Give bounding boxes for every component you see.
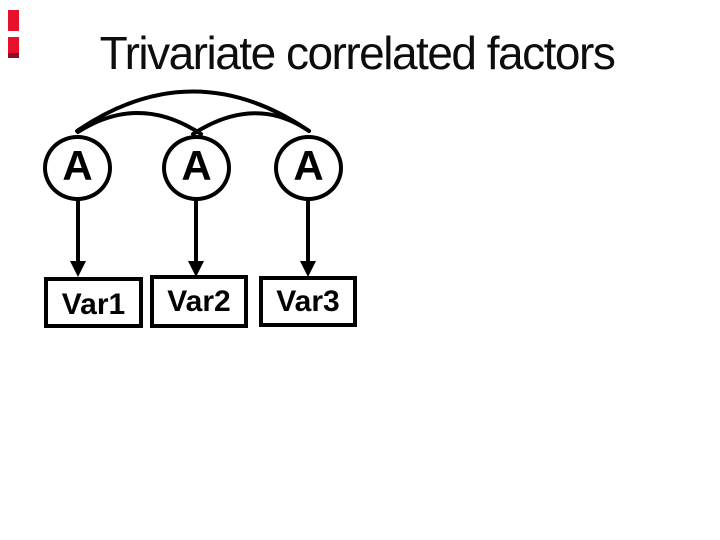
correlation-arc-a1-a2	[76, 111, 203, 136]
variable-box-label: Var2	[167, 284, 231, 318]
red-accent-mark-bottom	[8, 37, 19, 58]
variable-box-label: Var1	[61, 287, 126, 321]
factor-node-label: A	[293, 142, 324, 189]
loading-arrow-a1-var1	[70, 200, 86, 277]
variable-box-label: Var3	[276, 284, 340, 318]
factor-node-a1: A	[43, 135, 112, 201]
factor-node-label: A	[62, 142, 93, 189]
loading-arrow-a3-var3	[300, 200, 316, 277]
variable-box-var3: Var3	[259, 276, 357, 327]
loading-arrow-a2-var2	[188, 200, 204, 277]
red-accent-mark-top	[8, 10, 19, 31]
slide-title: Trivariate correlated factors	[99, 27, 616, 79]
variable-box-var2: Var2	[150, 275, 248, 328]
factor-node-a3: A	[274, 135, 343, 201]
variable-box-var1: Var1	[44, 277, 143, 328]
correlation-arc-a2-a3	[191, 111, 311, 136]
correlation-arc-a1-a3	[75, 89, 311, 133]
factor-node-a2: A	[162, 135, 231, 201]
factor-node-label: A	[181, 142, 212, 189]
